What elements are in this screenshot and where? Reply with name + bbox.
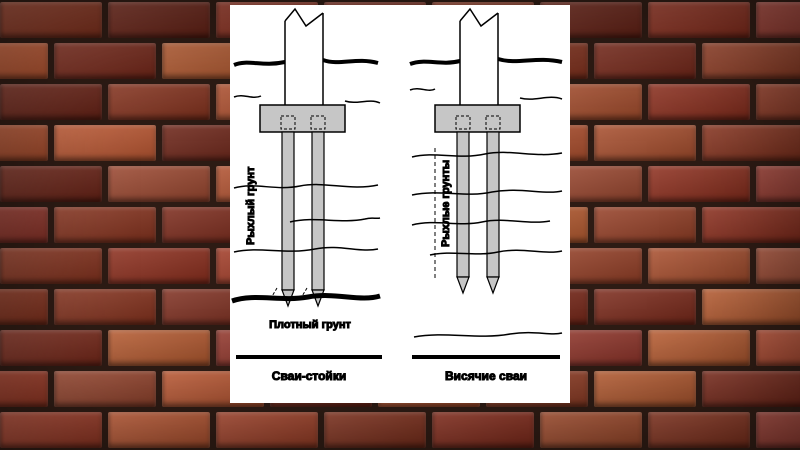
brick — [0, 289, 48, 325]
brick — [216, 412, 318, 448]
soil-layer-line — [289, 217, 381, 223]
brick — [702, 289, 800, 325]
dense-soil-line — [231, 293, 381, 304]
pile — [281, 131, 295, 291]
brick — [594, 207, 696, 243]
soil-layer-line — [233, 246, 379, 253]
subsoil-line-left — [409, 87, 436, 92]
right-loose-soil-label: Рыхлые грунты — [440, 160, 452, 247]
brick — [54, 371, 156, 407]
dense-soil-label: Плотный грунт — [269, 319, 351, 331]
brick — [702, 125, 800, 161]
ground-line-right — [322, 58, 379, 65]
brick — [108, 412, 210, 448]
soil-layer-line — [411, 189, 563, 196]
pile — [311, 131, 325, 291]
soil-layer-line — [411, 151, 563, 158]
pile-tip — [456, 276, 470, 295]
embedded-pile-head-mark — [280, 115, 296, 130]
brick — [756, 412, 800, 448]
column-body — [461, 15, 497, 107]
brick — [648, 84, 750, 120]
brick — [108, 248, 210, 284]
embedded-pile-head-mark — [455, 115, 471, 130]
pile-tip — [486, 276, 500, 295]
brick — [540, 412, 642, 448]
left-loose-soil-label: Рыхлый грунт — [245, 166, 257, 245]
brick — [702, 207, 800, 243]
brick — [594, 43, 696, 79]
brick — [0, 166, 102, 202]
brick — [0, 2, 102, 38]
brick — [756, 248, 800, 284]
embedded-pile-head-mark — [310, 115, 326, 130]
friction-pile-figure: Рыхлые грунты Висячие сваи — [409, 7, 563, 384]
brick — [324, 412, 426, 448]
subsoil-line-left — [233, 94, 262, 99]
subsoil-line-right — [344, 100, 381, 104]
soil-layer-line — [429, 249, 563, 256]
column-break-icon — [284, 7, 324, 28]
soil-layer-line — [411, 219, 551, 226]
brick — [108, 166, 210, 202]
soil-layer-line — [233, 183, 379, 189]
brick-row — [0, 412, 800, 448]
brick — [756, 2, 800, 38]
brick — [432, 412, 534, 448]
brick — [0, 330, 102, 366]
brick — [0, 371, 48, 407]
brick — [756, 330, 800, 366]
brick — [0, 207, 48, 243]
brick — [594, 289, 696, 325]
brick — [54, 289, 156, 325]
brick — [0, 43, 48, 79]
brick — [702, 43, 800, 79]
brick — [0, 125, 48, 161]
brick — [648, 330, 750, 366]
pile — [456, 131, 470, 278]
left-figure-caption: Сваи-стойки — [272, 369, 346, 383]
brick — [648, 248, 750, 284]
subsoil-line-right — [519, 96, 563, 100]
column-break-icon — [459, 7, 499, 28]
brick — [54, 207, 156, 243]
brick — [0, 412, 102, 448]
brick — [594, 371, 696, 407]
brick — [0, 84, 102, 120]
brick — [54, 43, 156, 79]
column-body — [286, 15, 322, 107]
tip-driving-mark — [270, 287, 278, 299]
brick — [594, 125, 696, 161]
ground-line-left — [233, 60, 286, 67]
tip-driving-mark — [300, 287, 308, 299]
lower-soil-line — [413, 331, 563, 338]
brick — [648, 412, 750, 448]
brick — [108, 84, 210, 120]
end-bearing-pile-figure: Рыхлый грунт Плотный грунт Сваи-стойки — [231, 7, 382, 384]
diagram-panel: Рыхлый грунт Плотный грунт Сваи-стойки — [230, 5, 570, 403]
pile-foundation-diagram: Рыхлый грунт Плотный грунт Сваи-стойки — [231, 7, 563, 384]
brick — [108, 330, 210, 366]
brick — [756, 166, 800, 202]
brick — [54, 125, 156, 161]
pile-cap — [259, 104, 346, 133]
brick — [702, 371, 800, 407]
pile-cap — [434, 104, 521, 133]
ground-line-right — [497, 57, 563, 64]
ground-line-left — [409, 59, 461, 66]
brick — [648, 2, 750, 38]
brick — [0, 248, 102, 284]
right-figure-caption: Висячие сваи — [445, 369, 527, 383]
brick — [756, 84, 800, 120]
brick — [648, 166, 750, 202]
embedded-pile-head-mark — [485, 115, 501, 130]
brick — [108, 2, 210, 38]
